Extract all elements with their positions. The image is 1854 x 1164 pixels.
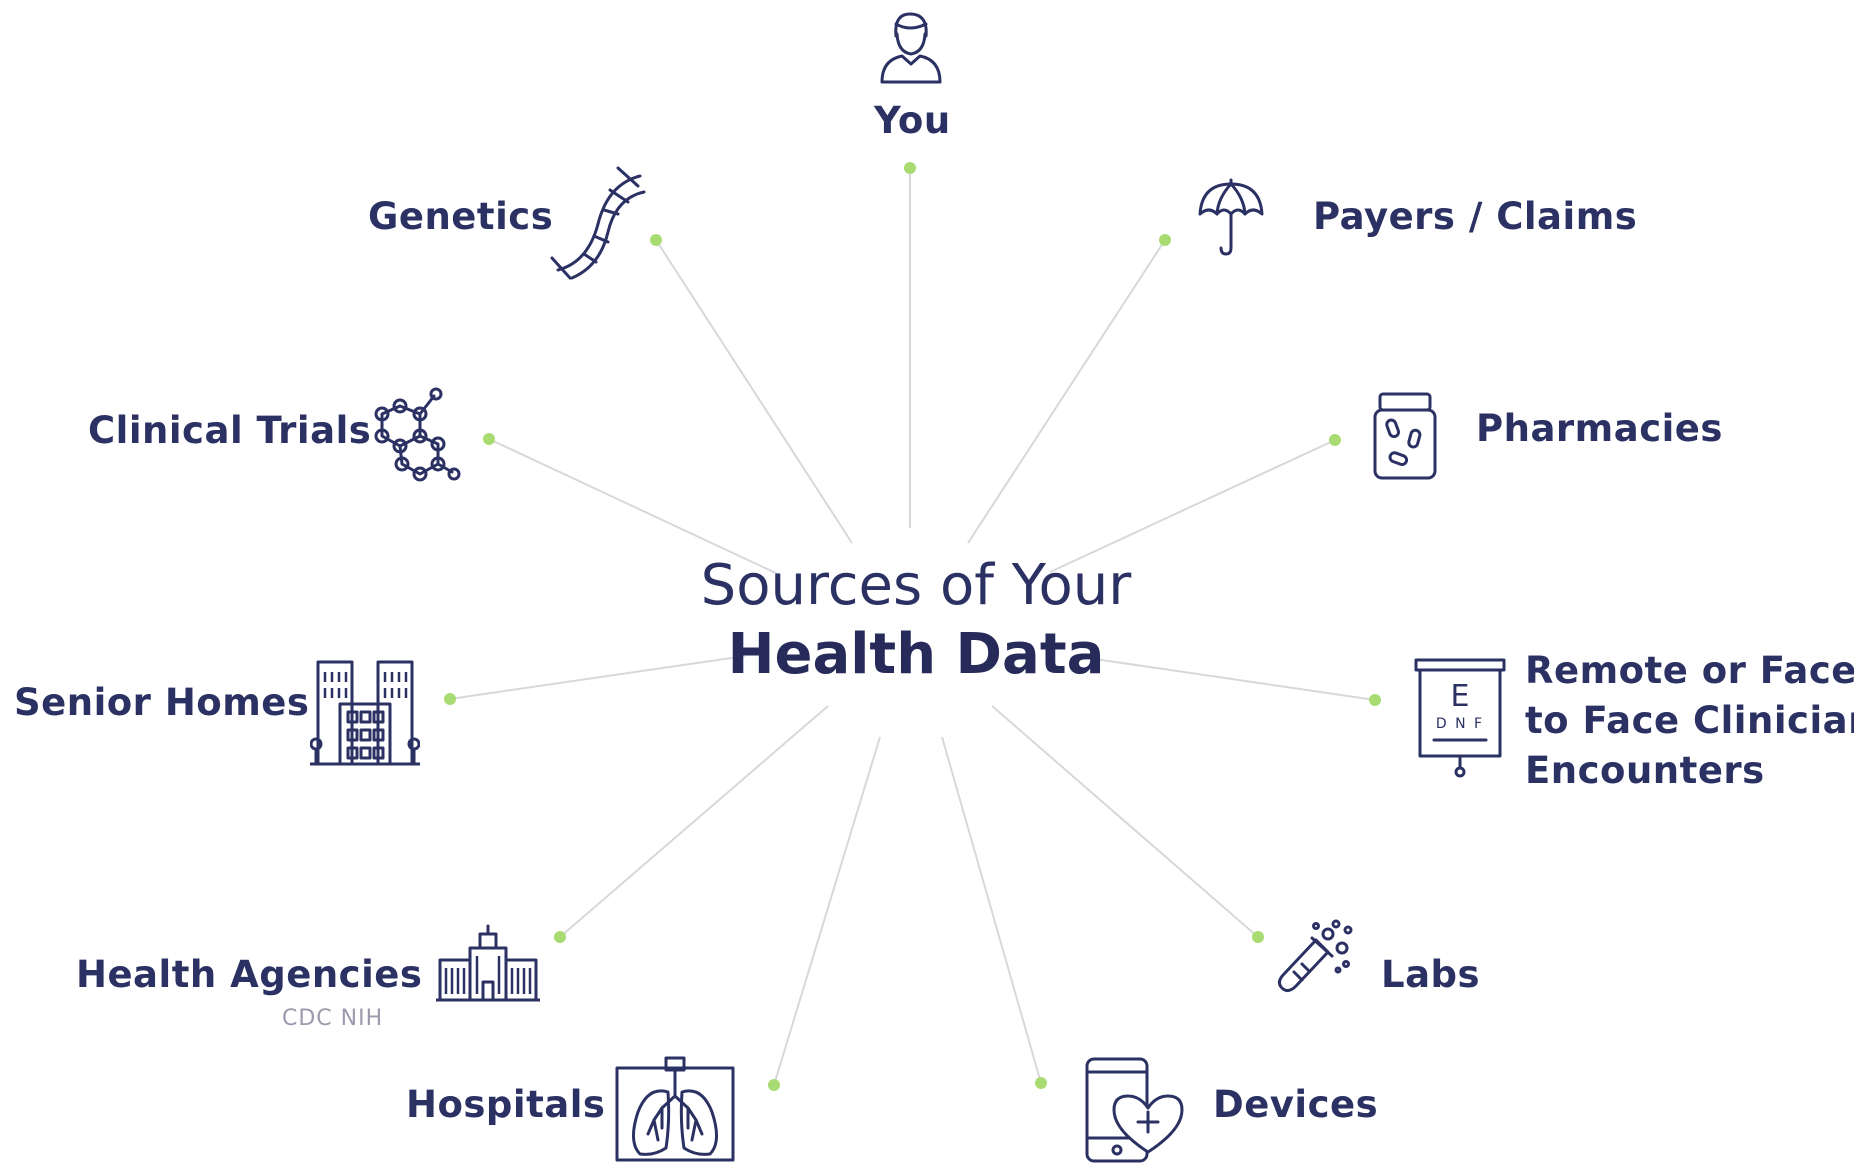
label-remote-line-3: Encounters bbox=[1525, 749, 1765, 792]
label-labs: Labs bbox=[1381, 953, 1481, 996]
connector-dot-health-agencies bbox=[554, 931, 566, 943]
label-payers: Payers / Claims bbox=[1313, 195, 1638, 238]
label-you: You bbox=[874, 99, 951, 142]
tablet-heart-icon bbox=[1084, 1056, 1184, 1164]
eye-chart-row: D N F bbox=[1436, 716, 1484, 732]
connector-pharmacies bbox=[1049, 439, 1336, 573]
buildings-icon bbox=[310, 658, 420, 768]
lungs-xray-icon bbox=[614, 1056, 736, 1162]
pill-bottle-icon bbox=[1372, 390, 1438, 482]
connector-dot-devices bbox=[1035, 1077, 1047, 1089]
connector-dot-senior-homes bbox=[444, 693, 456, 705]
center-title-line-1: Sources of Your bbox=[700, 553, 1132, 618]
connector-genetics bbox=[655, 239, 853, 544]
label-remote-line-1: Remote or Face bbox=[1525, 649, 1854, 692]
connector-health-agencies bbox=[559, 705, 829, 938]
label-genetics: Genetics bbox=[368, 195, 554, 238]
umbrella-icon bbox=[1196, 178, 1266, 258]
label-devices: Devices bbox=[1213, 1083, 1379, 1126]
label-clinical-trials: Clinical Trials bbox=[88, 409, 372, 452]
label-health-agencies: Health Agencies bbox=[76, 953, 423, 996]
label-senior-homes: Senior Homes bbox=[14, 681, 310, 724]
test-tube-icon bbox=[1276, 918, 1356, 998]
label-hospitals: Hospitals bbox=[406, 1083, 606, 1126]
label-health-agencies-sub: CDC NIH bbox=[282, 1006, 384, 1031]
connector-dot-labs bbox=[1252, 931, 1264, 943]
connector-devices bbox=[941, 736, 1042, 1084]
center-title-line-2: Health Data bbox=[727, 622, 1105, 687]
connector-payers bbox=[967, 239, 1166, 544]
dna-icon bbox=[548, 162, 648, 282]
eye-chart-icon: E D N F bbox=[1412, 656, 1508, 780]
label-pharmacies: Pharmacies bbox=[1476, 407, 1723, 450]
person-icon bbox=[876, 6, 946, 86]
connector-hospitals bbox=[773, 736, 881, 1086]
molecule-icon bbox=[368, 386, 463, 486]
connector-dot-hospitals bbox=[768, 1079, 780, 1091]
label-remote-line-2: to Face Clinician bbox=[1525, 699, 1854, 742]
connector-dot-you bbox=[904, 162, 916, 174]
connector-senior-homes bbox=[449, 655, 746, 700]
connector-dot-remote bbox=[1369, 694, 1381, 706]
connector-dot-pharmacies bbox=[1329, 434, 1341, 446]
connector-dot-genetics bbox=[650, 234, 662, 246]
connector-dot-clinical-trials bbox=[483, 433, 495, 445]
connector-labs bbox=[991, 705, 1259, 938]
connector-remote bbox=[1087, 657, 1376, 701]
connector-clinical-trials bbox=[488, 438, 781, 576]
connector-dot-payers bbox=[1159, 234, 1171, 246]
government-building-icon bbox=[436, 924, 540, 1002]
eye-chart-letter: E bbox=[1451, 679, 1470, 714]
